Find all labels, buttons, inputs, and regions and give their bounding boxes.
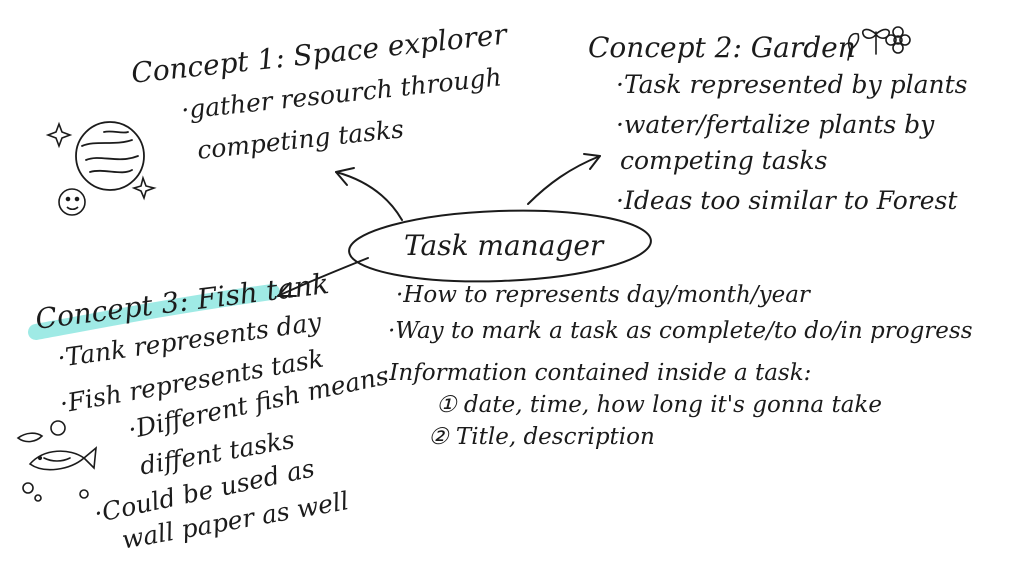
flower-icon [885, 26, 911, 54]
small-fish-icon [16, 432, 44, 443]
center-note-1: ·How to represents day/month/year [396, 282, 810, 308]
concept2-line-2: ·water/fertalize plants by [616, 110, 935, 139]
concept2-line-4: ·Ideas too similar to Forest [616, 186, 958, 215]
arrow-to-concept3 [277, 257, 369, 297]
planet-icon [75, 121, 145, 191]
arrow-to-concept2 [527, 153, 601, 205]
center-ellipse [348, 209, 652, 283]
concept2-title: Concept 2: Garden [588, 31, 856, 64]
concept2-line-1: ·Task represented by plants [616, 70, 968, 99]
center-note-2: ·Way to mark a task as complete/to do/in… [388, 318, 973, 344]
moon-face-icon [58, 188, 86, 216]
star-icon [45, 121, 73, 149]
title-highlight [28, 284, 280, 340]
bubble-icon [22, 420, 89, 502]
plant-icon [847, 32, 860, 61]
center-note-5: ② Title, description [428, 424, 655, 450]
center-note-3: ·Information contained inside a task: [382, 360, 812, 386]
center-note-4: ① date, time, how long it's gonna take [436, 392, 882, 418]
arrow-to-concept1 [335, 167, 403, 221]
fish-icon [28, 446, 97, 471]
concept2-line-3: competing tasks [620, 146, 828, 175]
sprout-icon [861, 28, 891, 55]
center-label: Task manager [404, 229, 604, 262]
star-icon [131, 175, 157, 201]
